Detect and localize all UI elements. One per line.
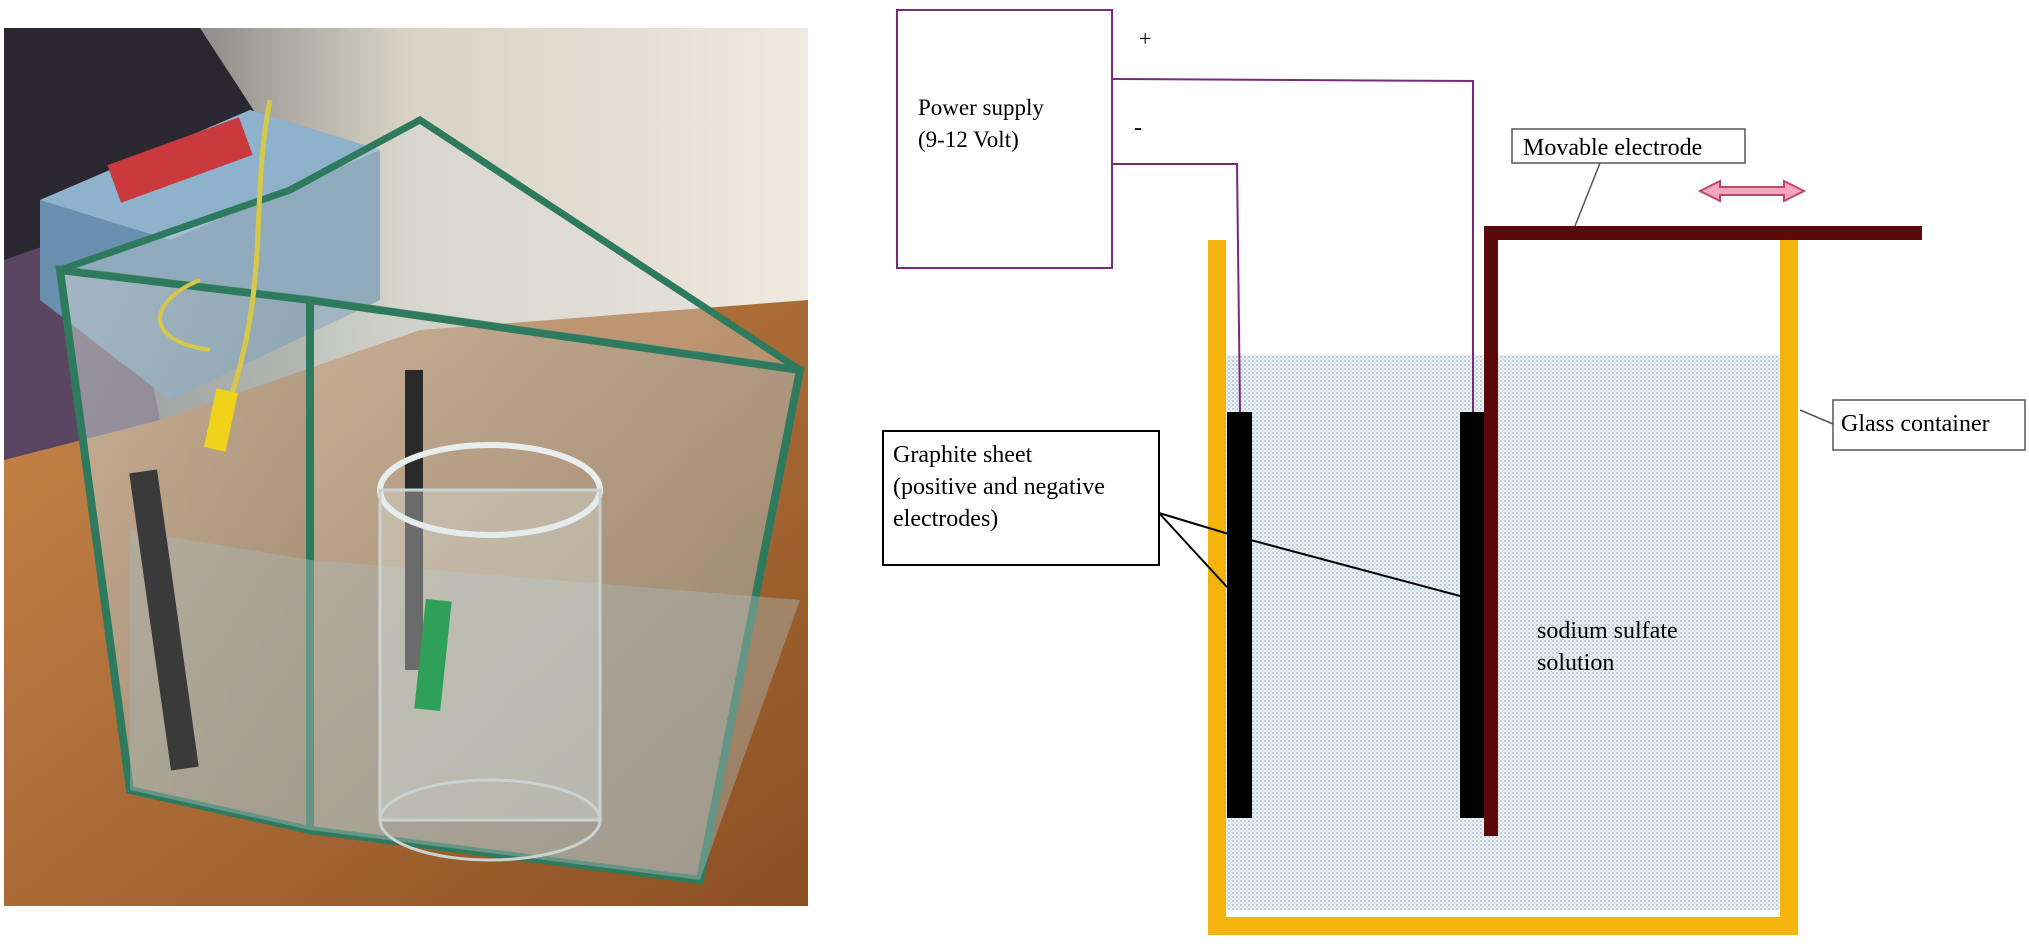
movable-electrode-label: Movable electrode <box>1523 135 1702 161</box>
power-supply-label-line2: (9-12 Volt) <box>918 127 1019 152</box>
container-left-wall <box>1208 240 1226 935</box>
minus-sign: - <box>1134 115 1142 141</box>
glass-tank-top <box>58 115 802 374</box>
graphite-leader-3 <box>1231 534 1461 597</box>
double-arrow-icon <box>1697 179 1807 203</box>
power-supply-box <box>896 9 1113 269</box>
beaker-body <box>378 488 602 822</box>
container-right-wall <box>1780 240 1798 935</box>
graphite-label-line2: (positive and negative <box>893 474 1105 500</box>
graphite-electrode-left <box>129 469 199 771</box>
movable-electrode-label-box <box>1511 128 1746 164</box>
glass-container-label-box <box>1832 399 2026 451</box>
negative-wire <box>1112 163 1241 413</box>
movable-electrode-leader <box>1574 162 1601 227</box>
graphite-label-box <box>882 430 1160 566</box>
container-bottom <box>1208 917 1798 935</box>
yellow-wire-2 <box>158 278 211 352</box>
graphite-label-line1: Graphite sheet <box>893 442 1033 468</box>
glass-container-label: Glass container <box>1841 411 1990 437</box>
plus-sign: + <box>1139 26 1151 51</box>
solution-label-line1: sodium sulfate <box>1537 618 1678 644</box>
graphite-sheet-left <box>1227 412 1252 818</box>
graphite-sheet-right <box>1460 412 1485 818</box>
power-supply-label-line1: Power supply <box>918 95 1044 120</box>
movable-electrode-horizontal <box>1484 226 1922 240</box>
alligator-clip <box>204 388 238 452</box>
green-strip <box>414 598 452 712</box>
movable-electrode-vertical <box>1484 226 1498 836</box>
beaker-bottom <box>378 778 602 862</box>
setup-photo <box>4 28 808 906</box>
glass-container-leader <box>1799 409 1834 425</box>
graphite-leader-2 <box>1158 512 1233 536</box>
graphite-label-line3: electrodes) <box>893 506 998 532</box>
yellow-wire <box>227 99 273 401</box>
graphite-leader-1 <box>1158 512 1228 588</box>
water <box>130 530 800 880</box>
sodium-sulfate-solution <box>1222 355 1782 910</box>
positive-wire <box>1111 78 1474 412</box>
power-supply-top <box>40 110 380 240</box>
solution-label-line2: solution <box>1537 650 1614 676</box>
power-supply-label <box>107 117 253 203</box>
